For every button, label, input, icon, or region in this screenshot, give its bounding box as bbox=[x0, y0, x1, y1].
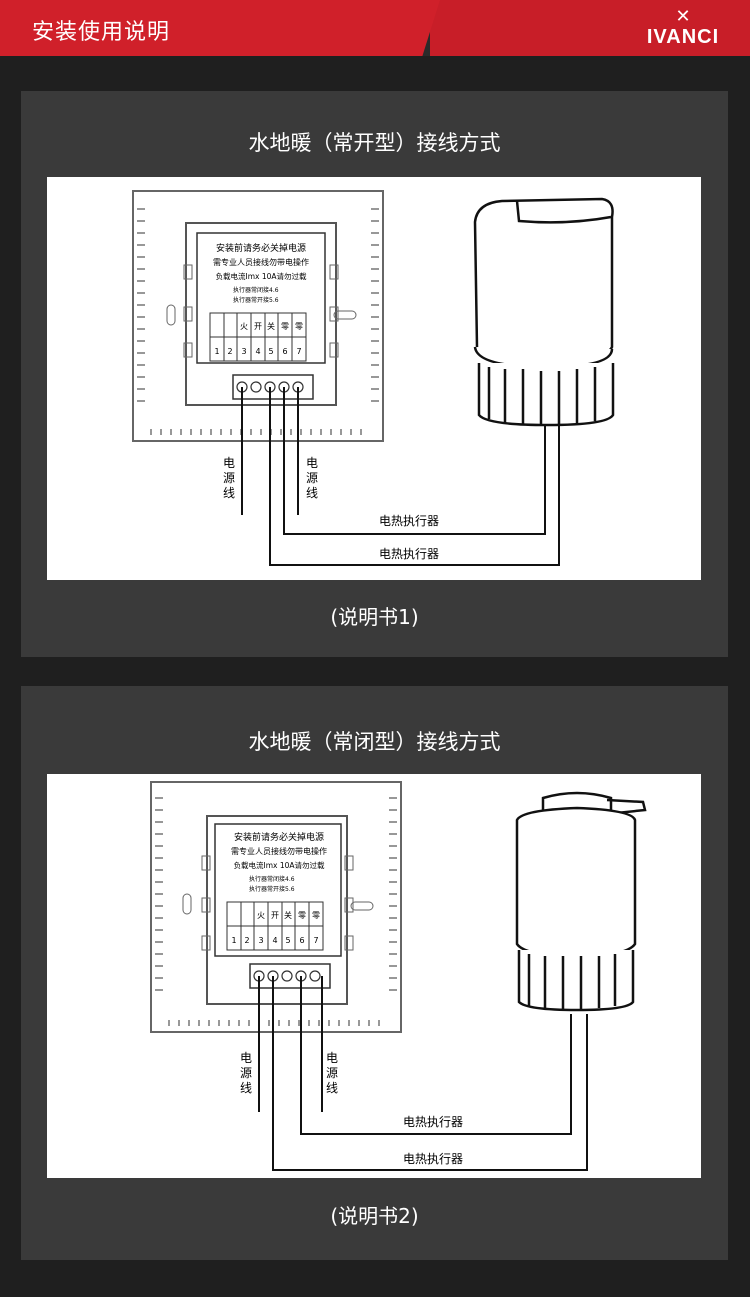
panel-line-5: 执行器常开接5.6 bbox=[249, 885, 295, 893]
edge-vents bbox=[155, 797, 397, 1026]
brand-name: IVANCI bbox=[646, 26, 720, 48]
terminal-number-6: 6 bbox=[282, 347, 287, 356]
terminal-number-5: 5 bbox=[285, 936, 290, 945]
power-label-r2: 源 bbox=[306, 471, 318, 485]
terminal-number-7: 7 bbox=[313, 936, 318, 945]
section-caption: (说明书1) bbox=[330, 605, 419, 629]
section-title: 水地暖（常开型）接线方式 bbox=[248, 131, 501, 155]
actuator-drawing bbox=[473, 197, 615, 427]
header-bar: 安装使用说明 ✕ IVANCI bbox=[0, 0, 750, 56]
power-label-l1: 电 bbox=[223, 456, 235, 470]
terminal-label-2: 开 bbox=[271, 911, 279, 920]
header-accent bbox=[430, 0, 750, 56]
header-red-band bbox=[0, 0, 440, 56]
terminal-number-3: 3 bbox=[258, 936, 263, 945]
panel-line-5: 执行器常开接5.6 bbox=[233, 296, 279, 304]
screw-terminal-block bbox=[232, 374, 314, 400]
power-label-l1: 电 bbox=[240, 1051, 252, 1065]
terminal-label-3: 关 bbox=[284, 910, 292, 920]
wiring-section-normally-open: 水地暖（常开型）接线方式 安装前请务必关掉电源 需专业人员接线勿带电操作 负载电… bbox=[21, 91, 728, 657]
terminal-label-4: 零 bbox=[298, 911, 306, 920]
terminal-number-2: 2 bbox=[244, 936, 249, 945]
terminal-number-2: 2 bbox=[227, 347, 232, 356]
power-label-r3: 线 bbox=[306, 486, 318, 500]
terminal-label-3: 关 bbox=[267, 321, 275, 331]
thermostat-outline bbox=[132, 190, 384, 442]
power-label-l3: 线 bbox=[223, 486, 235, 500]
terminal-number-3: 3 bbox=[241, 347, 246, 356]
terminal-number-1: 1 bbox=[231, 936, 236, 945]
terminal-label-1: 火 bbox=[257, 911, 265, 920]
panel-line-1: 安装前请务必关掉电源 bbox=[216, 242, 306, 254]
power-label-l2: 源 bbox=[240, 1066, 252, 1080]
wiring-diagram: 安装前请务必关掉电源 需专业人员接线勿带电操作 负载电流Imx 10A请勿过载 … bbox=[47, 177, 701, 580]
actuator-drawing bbox=[515, 791, 647, 1012]
panel-line-3: 负载电流Imx 10A请勿过载 bbox=[215, 271, 307, 281]
terminal-label-2: 开 bbox=[254, 322, 262, 331]
wiring-lines bbox=[258, 976, 588, 1171]
panel-line-2: 需专业人员接线勿带电操作 bbox=[213, 257, 309, 267]
power-label-r3: 线 bbox=[326, 1081, 338, 1095]
terminal-number-4: 4 bbox=[272, 936, 277, 945]
panel-window bbox=[185, 222, 337, 406]
actuator-label-1: 电热执行器 bbox=[379, 514, 439, 528]
power-label-l3: 线 bbox=[240, 1081, 252, 1095]
section-caption: (说明书2) bbox=[330, 1204, 419, 1228]
panel-window bbox=[206, 815, 348, 1005]
terminal-label-1: 火 bbox=[240, 322, 248, 331]
wiring-section-normally-closed: 水地暖（常闭型）接线方式 安装前请务必关掉电源 需专业人员接线勿带电操作 负载电… bbox=[21, 686, 728, 1260]
terminal-number-5: 5 bbox=[268, 347, 273, 356]
power-label-l2: 源 bbox=[223, 471, 235, 485]
terminal-panel bbox=[196, 232, 326, 364]
panel-line-4: 执行器常闭接4.6 bbox=[233, 286, 279, 294]
panel-line-2: 需专业人员接线勿带电操作 bbox=[231, 846, 327, 856]
actuator-label-2: 电热执行器 bbox=[403, 1152, 463, 1166]
terminal-number-1: 1 bbox=[214, 347, 219, 356]
terminal-number-4: 4 bbox=[255, 347, 260, 356]
screw-terminal-block bbox=[249, 963, 331, 989]
page-title: 安装使用说明 bbox=[32, 20, 171, 45]
wiring-diagram: 安装前请务必关掉电源 需专业人员接线勿带电操作 负载电流Imx 10A请勿过载 … bbox=[47, 774, 701, 1178]
terminal-number-6: 6 bbox=[299, 936, 304, 945]
power-label-r2: 源 bbox=[326, 1066, 338, 1080]
terminal-table bbox=[209, 312, 307, 362]
power-label-r1: 电 bbox=[306, 456, 318, 470]
thermostat-outline bbox=[150, 781, 402, 1033]
section-title: 水地暖（常闭型）接线方式 bbox=[248, 730, 501, 754]
panel-line-1: 安装前请务必关掉电源 bbox=[234, 831, 324, 843]
actuator-label-2: 电热执行器 bbox=[379, 547, 439, 561]
terminal-table bbox=[226, 901, 324, 951]
wiring-lines bbox=[241, 387, 560, 566]
diagram-svg: 安装前请务必关掉电源 需专业人员接线勿带电操作 负载电流Imx 10A请勿过载 … bbox=[150, 781, 647, 1171]
diagram-svg: 安装前请务必关掉电源 需专业人员接线勿带电操作 负载电流Imx 10A请勿过载 … bbox=[132, 190, 615, 566]
terminal-number-7: 7 bbox=[296, 347, 301, 356]
brand-mark-icon: ✕ bbox=[675, 6, 691, 27]
terminal-label-5: 零 bbox=[295, 322, 303, 331]
actuator-label-1: 电热执行器 bbox=[403, 1115, 463, 1129]
terminal-panel bbox=[214, 823, 342, 957]
panel-line-3: 负载电流Imx 10A请勿过载 bbox=[233, 860, 325, 870]
panel-line-4: 执行器常闭接4.6 bbox=[249, 875, 295, 883]
terminal-label-5: 零 bbox=[312, 911, 320, 920]
brand-logo: ✕ IVANCI bbox=[638, 8, 728, 50]
power-label-r1: 电 bbox=[326, 1051, 338, 1065]
terminal-label-4: 零 bbox=[281, 322, 289, 331]
